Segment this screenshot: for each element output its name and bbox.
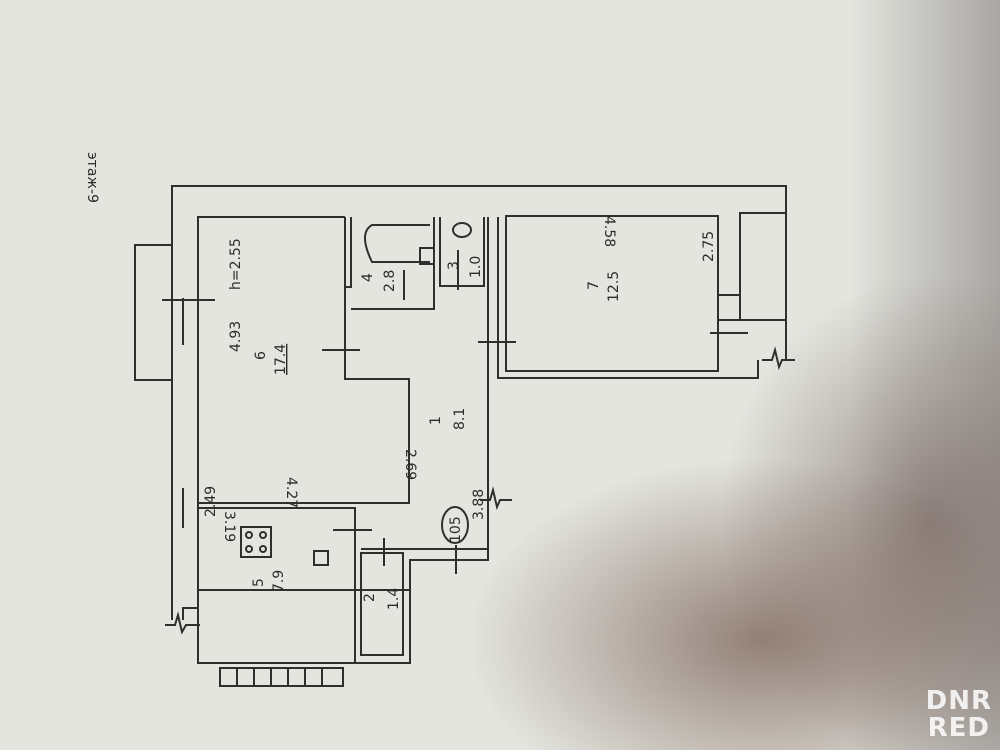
room-5-area: 7.9	[271, 570, 287, 592]
room-5-num: 5	[251, 578, 267, 587]
room-3-num: 3	[446, 261, 462, 270]
labels: этаж-9 h=2.55 105 6 17.4 1 8.1 5 7.9 2 1…	[84, 152, 717, 610]
room-2-num: 2	[362, 593, 378, 602]
floor-label: этаж-9	[84, 152, 100, 203]
dim-room6-length: 4.93	[228, 321, 244, 352]
room-2-area: 1.4	[386, 588, 402, 610]
room-6-area: 17.4	[273, 344, 289, 375]
watermark-line1: DNR	[925, 686, 992, 716]
kitchen-sink-icon	[313, 550, 329, 566]
dim-room6-width: 4.27	[283, 477, 299, 508]
dim-room5-width: 3.19	[221, 511, 237, 542]
watermark-logo: DNR RED	[926, 688, 992, 742]
dim-hall-width: 2.69	[402, 449, 418, 480]
dim-room5-length: 2.49	[203, 486, 219, 517]
room-4-num: 4	[360, 273, 376, 282]
room-4-area: 2.8	[382, 270, 398, 292]
dim-room7-width: 2.75	[701, 231, 717, 262]
room-7-area: 12.5	[606, 271, 622, 302]
room-6-num: 6	[253, 351, 269, 360]
dim-room7-length: 4.58	[601, 216, 617, 247]
toilet-icon	[452, 222, 472, 238]
room-1-num: 1	[428, 416, 444, 425]
dim-hall-length: 3.88	[471, 489, 487, 520]
ceiling-height: h=2.55	[228, 238, 244, 290]
watermark-line2: RED	[927, 713, 990, 743]
stove-icon	[240, 526, 272, 558]
room-7-num: 7	[586, 281, 602, 290]
room-3-area: 1.0	[468, 256, 484, 278]
room-1-area: 8.1	[452, 408, 468, 430]
radiator-icon	[219, 667, 344, 687]
apartment-number: 105	[448, 516, 464, 543]
